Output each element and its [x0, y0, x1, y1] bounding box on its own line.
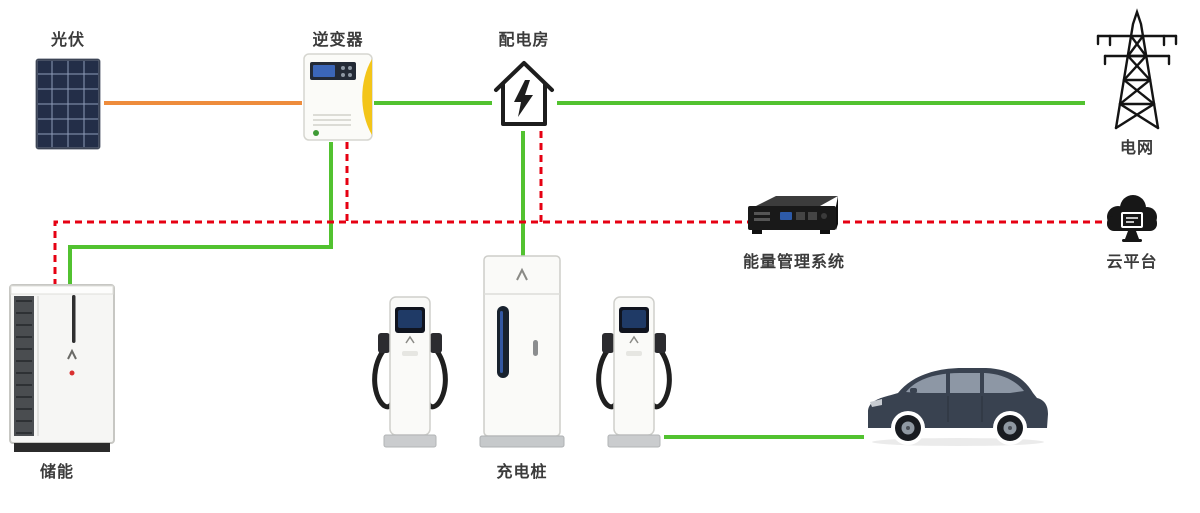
grid-tower-icon	[1096, 8, 1178, 130]
monitor-icon	[1121, 212, 1143, 228]
grid-label: 电网	[1119, 140, 1154, 157]
comm-bus-line	[53, 220, 1106, 286]
cabinet-body	[483, 255, 561, 437]
inverter-icon	[303, 53, 373, 141]
plug-holster	[654, 333, 666, 353]
ems-box-icon	[742, 192, 842, 238]
ev-car-icon	[860, 356, 1050, 448]
charging-pile-left-icon	[364, 293, 456, 451]
plug-holster	[378, 333, 390, 353]
car-windows	[906, 373, 1024, 393]
inverter-vents	[313, 114, 351, 126]
storage-led	[69, 370, 75, 376]
cloud-label: 云平台	[1106, 254, 1158, 271]
pv-panel-icon	[35, 58, 101, 150]
pile-screen	[622, 310, 646, 328]
storage-handle	[72, 295, 76, 343]
pile-logo	[405, 335, 415, 344]
storage-base	[14, 443, 110, 452]
pile-screen	[398, 310, 422, 328]
car-headlight	[870, 399, 882, 407]
cloud-platform-icon	[1102, 190, 1162, 248]
storage-label: 储能	[39, 464, 74, 481]
tower-lattice	[1096, 8, 1178, 130]
inverter-label: 逆变器	[312, 32, 364, 49]
pv-label: 光伏	[50, 32, 85, 49]
car-mirror	[910, 388, 917, 393]
storage-cabinet-icon	[8, 283, 116, 455]
inverter-logo	[313, 130, 319, 136]
storage-vent-panel	[14, 296, 34, 436]
line-inverter-to-storage	[68, 142, 333, 286]
power-room-label: 配电房	[498, 32, 550, 49]
inverter-screen	[313, 65, 335, 77]
cabinet-base	[479, 435, 565, 448]
plug-holster	[602, 333, 614, 353]
ems-port	[808, 212, 817, 220]
cabinet-logo	[516, 267, 528, 281]
cabinet-led-strip	[500, 311, 503, 373]
cabinet-handle	[533, 340, 538, 356]
ems-port	[796, 212, 805, 220]
plug-holster	[430, 333, 442, 353]
power-room-icon	[492, 56, 556, 130]
house-outline	[494, 61, 554, 126]
pile-base	[383, 434, 437, 448]
charging-cabinet-icon	[477, 254, 567, 451]
ems-vga-port	[780, 212, 792, 220]
lightning-bolt-icon	[514, 80, 533, 117]
pile-base	[607, 434, 661, 448]
pile-logo	[629, 335, 639, 344]
pv-cell-grid	[38, 61, 98, 147]
ems-top-face	[756, 196, 838, 206]
inverter-yellow-accent	[362, 59, 372, 135]
storage-logo	[67, 348, 77, 360]
charging-pile-right-icon	[588, 293, 680, 451]
charger-label: 充电桩	[496, 464, 548, 481]
ems-label: 能量管理系统	[742, 254, 845, 271]
ems-vents	[754, 212, 770, 221]
